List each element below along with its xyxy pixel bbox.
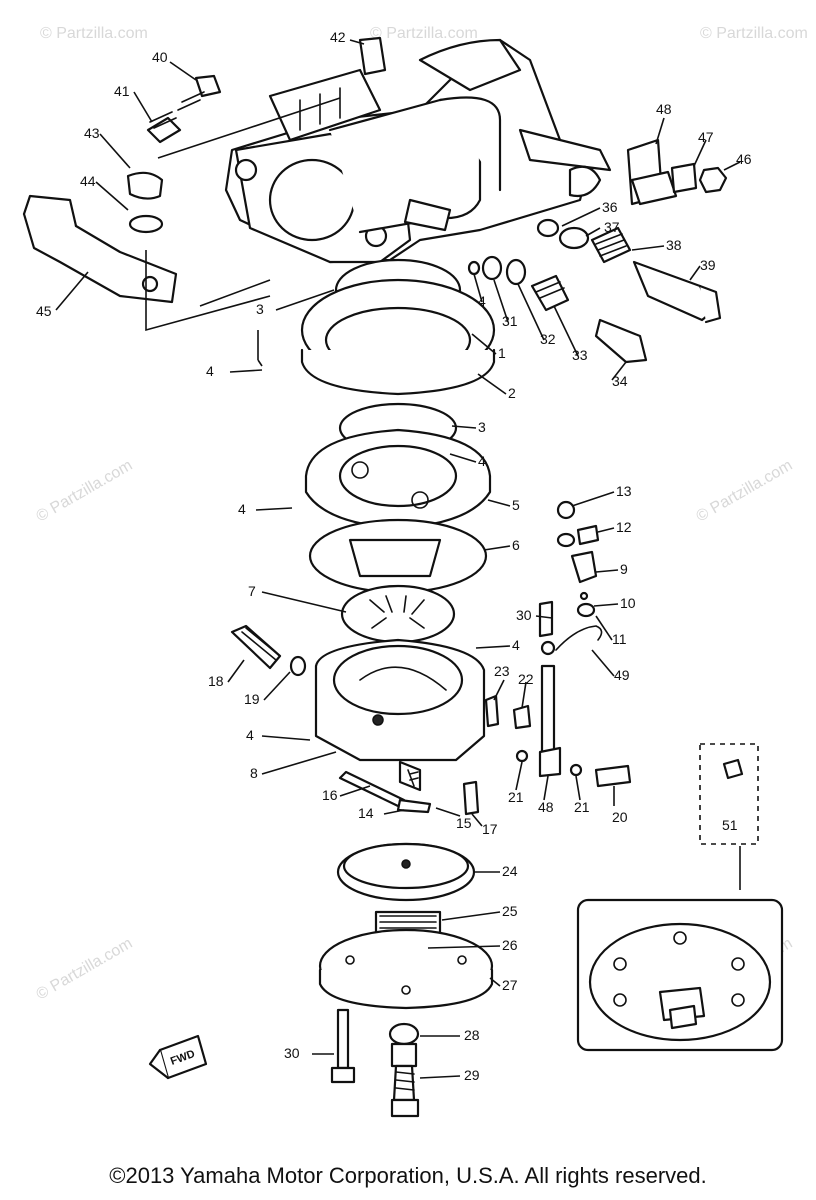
callout-3b: 3 [478, 419, 486, 435]
leader-lines [55, 39, 741, 1079]
callout-34: 34 [612, 373, 628, 389]
callout-3a: 3 [256, 301, 264, 317]
callout-18: 18 [208, 673, 224, 689]
callout-numbers: 42 40 41 43 44 45 48 47 46 36 37 38 39 3… [36, 29, 752, 1083]
choke-assembly [536, 218, 722, 324]
adjusting-screws [146, 74, 222, 144]
detail-box-51 [576, 743, 784, 1052]
callout-37: 38 [666, 237, 682, 253]
drain-bolts [330, 1008, 420, 1118]
callout-51: 51 [722, 817, 738, 833]
svg-text:© Partzilla.com: © Partzilla.com [34, 935, 136, 1004]
svg-text:© Partzilla.com: © Partzilla.com [34, 457, 136, 526]
callout-4b: 4 [206, 363, 214, 379]
throttle-screw-parts [484, 694, 632, 788]
callout-22: 22 [518, 671, 534, 687]
callout-9: 9 [620, 561, 628, 577]
callout-45: 46 [736, 151, 752, 167]
callout-28: 28 [464, 1027, 480, 1043]
float-valve-parts [556, 500, 600, 618]
callout-21b: 21 [574, 799, 590, 815]
pump-diaphragm [308, 518, 488, 594]
callout-23: 23 [494, 663, 510, 679]
callout-39: 40 [152, 49, 168, 65]
callout-10: 10 [620, 595, 636, 611]
callout-49: 49 [614, 667, 630, 683]
shaft-parts [538, 600, 603, 778]
callout-1: 1 [498, 345, 506, 361]
pivot-parts [338, 769, 480, 816]
callout-17: 17 [482, 821, 498, 837]
callout-21a: 21 [508, 789, 524, 805]
callout-40: 41 [114, 83, 130, 99]
needle-valve-parts [467, 255, 648, 364]
callout-35: 36 [602, 199, 618, 215]
callout-14: 14 [358, 805, 374, 821]
check-valve [340, 584, 456, 644]
callout-41: 42 [330, 29, 346, 45]
callout-48: 48 [538, 799, 554, 815]
callout-4c: 4 [478, 453, 486, 469]
callout-8: 8 [250, 765, 258, 781]
bracket-hardware [626, 138, 728, 206]
callout-24: 24 [502, 863, 518, 879]
linkage-lever [22, 171, 178, 304]
callout-27: 27 [502, 977, 518, 993]
fwd-arrow: FWD [148, 1034, 208, 1080]
callout-32: 32 [540, 331, 556, 347]
callout-29: 29 [464, 1067, 480, 1083]
svg-text:© Partzilla.com: © Partzilla.com [700, 25, 808, 42]
callout-6: 6 [512, 537, 520, 553]
callout-5: 5 [512, 497, 520, 513]
copyright-footer: ©2013 Yamaha Motor Corporation, U.S.A. A… [109, 1163, 707, 1188]
callout-26: 26 [502, 937, 518, 953]
callout-19: 19 [244, 691, 260, 707]
callout-4a: 4 [478, 293, 486, 309]
pump-cover [304, 428, 492, 530]
exploded-parts-diagram: © Partzilla.com © Partzilla.com © Partzi… [22, 25, 808, 1118]
callout-15: 15 [456, 815, 472, 831]
fuel-inlet-fitting [230, 624, 307, 677]
callout-42: 43 [84, 125, 100, 141]
callout-46: 47 [698, 129, 714, 145]
callout-16: 16 [322, 787, 338, 803]
callout-25: 25 [502, 903, 518, 919]
svg-text:© Partzilla.com: © Partzilla.com [40, 25, 148, 42]
callout-12: 12 [616, 519, 632, 535]
callout-20: 20 [612, 809, 628, 825]
callout-30a: 30 [516, 607, 532, 623]
callout-30b: 30 [284, 1045, 300, 1061]
diaphragm-stack [318, 842, 494, 1010]
callout-36: 37 [604, 219, 620, 235]
callout-2: 2 [508, 385, 516, 401]
svg-text:© Partzilla.com: © Partzilla.com [694, 457, 796, 526]
callout-4e: 4 [512, 637, 520, 653]
callout-4d: 4 [238, 501, 246, 517]
callout-13: 13 [616, 483, 632, 499]
svg-text:© Partzilla.com: © Partzilla.com [370, 25, 478, 42]
gasket-stack-upper [300, 258, 496, 454]
callout-7: 7 [248, 583, 256, 599]
callout-11: 11 [612, 631, 627, 647]
callout-38: 39 [700, 257, 716, 273]
callout-47: 48 [656, 101, 672, 117]
callout-31: 31 [502, 313, 518, 329]
callout-43: 44 [80, 173, 96, 189]
callout-33: 33 [572, 347, 588, 363]
callout-4f: 4 [246, 727, 254, 743]
carburetor-body [224, 36, 612, 264]
carburetor-lower-body [314, 638, 486, 792]
callout-44: 45 [36, 303, 52, 319]
